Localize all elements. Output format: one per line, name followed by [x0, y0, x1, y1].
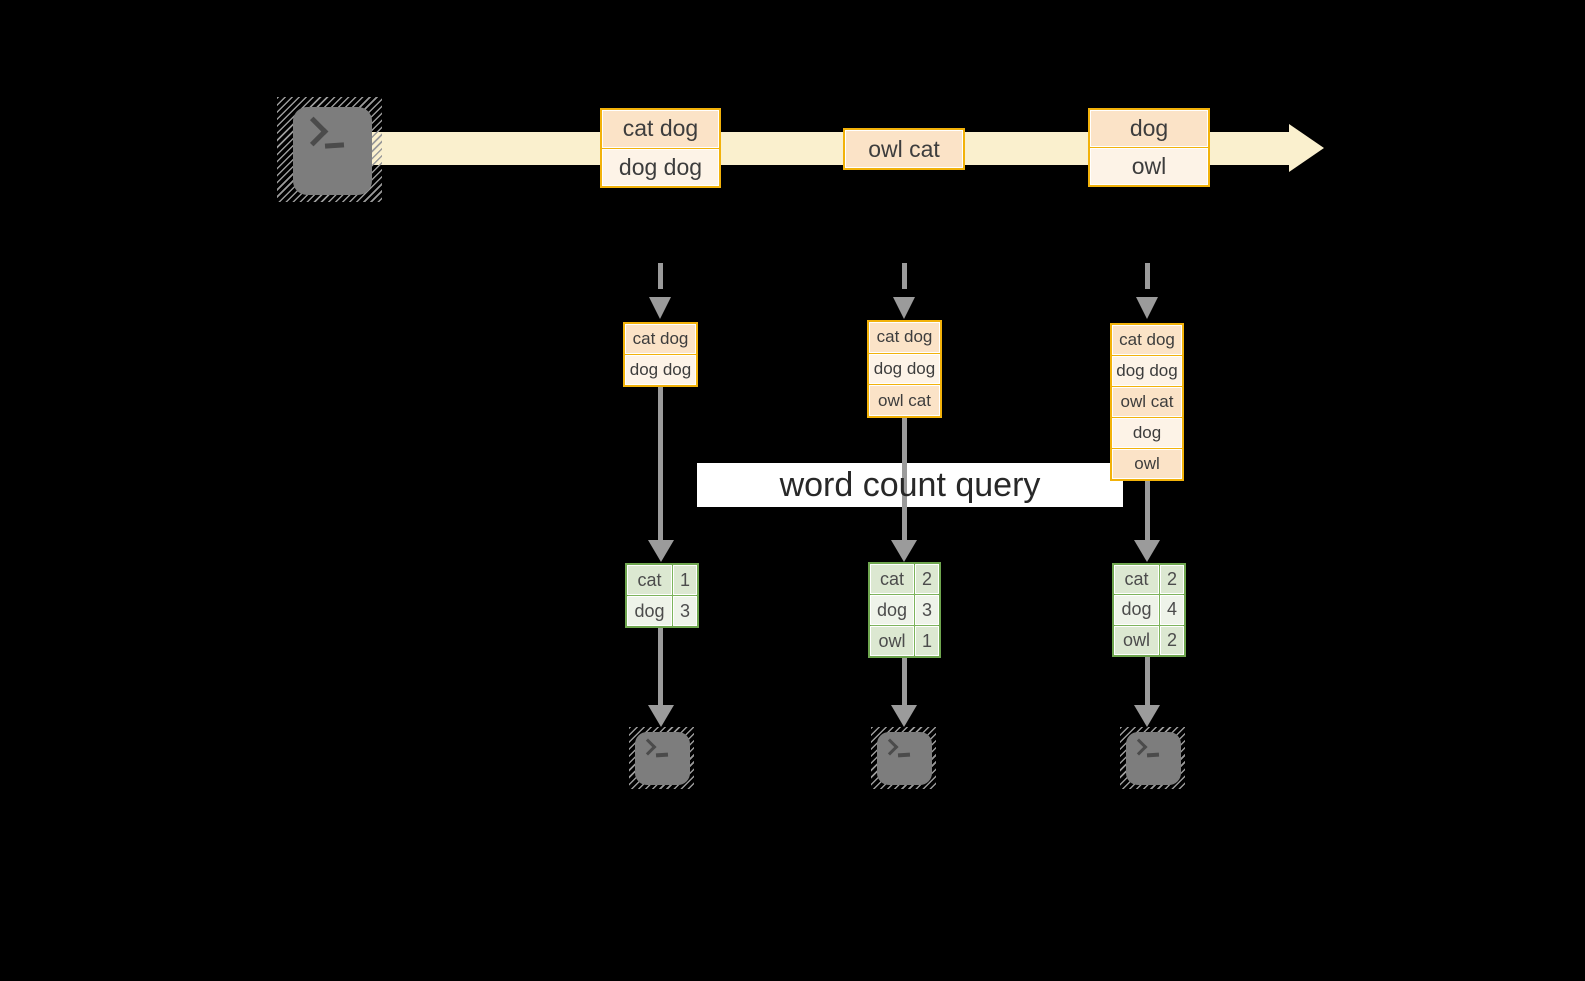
stream-event-cell: dog dog [603, 149, 718, 185]
stream-event-cell: owl cat [846, 131, 962, 167]
result-table-3: cat 2 dog 4 owl 2 [1112, 563, 1186, 657]
arrowhead-icon [891, 705, 917, 727]
microbatch-cell: cat dog [1113, 326, 1181, 354]
terminal-icon [1126, 732, 1181, 785]
dashed-arrowhead-icon [649, 297, 671, 319]
result-word: dog [628, 597, 671, 625]
result-word: owl [1115, 626, 1158, 654]
microbatch-cell: owl cat [870, 386, 939, 416]
result-word: cat [1115, 566, 1158, 594]
stream-event-cell: dog [1091, 111, 1207, 146]
microbatch-stack-3: cat dog dog dog owl cat dog owl [1110, 323, 1184, 481]
dashed-arrow-line [658, 263, 663, 289]
arrowhead-icon [648, 540, 674, 562]
microbatch-cell: dog dog [1113, 357, 1181, 385]
sink-terminal-hatch [871, 727, 936, 789]
sink-terminal-hatch [629, 727, 694, 789]
arrow-line [1145, 657, 1150, 706]
prompt-underscore-icon [655, 752, 669, 758]
microbatch-cell: dog dog [626, 356, 695, 384]
result-word: dog [871, 596, 913, 624]
prompt-chevron-icon [298, 116, 329, 147]
result-word: cat [628, 566, 671, 594]
stream-batch-1: cat dog dog dog [600, 108, 721, 188]
microbatch-cell: cat dog [870, 323, 939, 352]
result-count: 2 [1161, 566, 1183, 594]
stream-timeline-arrowhead-icon [1289, 124, 1324, 172]
microbatch-cell: owl cat [1113, 388, 1181, 416]
dashed-arrowhead-icon [893, 297, 915, 319]
arrow-line [658, 387, 663, 541]
arrowhead-icon [891, 540, 917, 562]
query-label-box [697, 463, 1123, 507]
stream-batch-2: owl cat [843, 128, 965, 170]
terminal-icon [877, 732, 932, 785]
arrow-line [658, 628, 663, 706]
prompt-underscore-icon [324, 142, 345, 149]
result-table-1: cat 1 dog 3 [625, 563, 699, 628]
prompt-underscore-icon [897, 752, 911, 758]
result-count: 2 [916, 565, 938, 593]
stream-batch-3: dog owl [1088, 108, 1210, 187]
result-count: 3 [916, 596, 938, 624]
terminal-icon [293, 107, 372, 195]
dashed-arrow-line [1145, 263, 1150, 289]
result-table-2: cat 2 dog 3 owl 1 [868, 562, 941, 658]
microbatch-cell: cat dog [626, 325, 695, 353]
query-label: word count query [779, 465, 1041, 504]
prompt-underscore-icon [1146, 752, 1160, 758]
arrowhead-icon [1134, 705, 1160, 727]
dashed-arrowhead-icon [1136, 297, 1158, 319]
arrow-line [902, 418, 907, 541]
result-count: 4 [1161, 596, 1183, 624]
microbatch-stack-2: cat dog dog dog owl cat [867, 320, 942, 418]
source-terminal-hatch [277, 97, 382, 202]
microbatch-cell: dog dog [870, 354, 939, 384]
result-word: owl [871, 627, 913, 655]
prompt-chevron-icon [639, 738, 657, 756]
terminal-icon [635, 732, 690, 785]
arrow-line [1145, 481, 1150, 541]
microbatch-stack-1: cat dog dog dog [623, 322, 698, 387]
sink-terminal-hatch [1120, 727, 1185, 789]
result-word: cat [871, 565, 913, 593]
result-count: 1 [674, 566, 696, 594]
prompt-chevron-icon [881, 738, 899, 756]
result-count: 1 [916, 627, 938, 655]
dashed-arrow-line [902, 263, 907, 289]
arrow-line [902, 658, 907, 706]
arrowhead-icon [648, 705, 674, 727]
result-word: dog [1115, 596, 1158, 624]
result-count: 2 [1161, 626, 1183, 654]
prompt-chevron-icon [1130, 738, 1148, 756]
stream-event-cell: owl [1091, 149, 1207, 184]
arrowhead-icon [1134, 540, 1160, 562]
microbatch-cell: owl [1113, 450, 1181, 478]
result-count: 3 [674, 597, 696, 625]
microbatch-cell: dog [1113, 419, 1181, 447]
stream-event-cell: cat dog [603, 111, 718, 147]
